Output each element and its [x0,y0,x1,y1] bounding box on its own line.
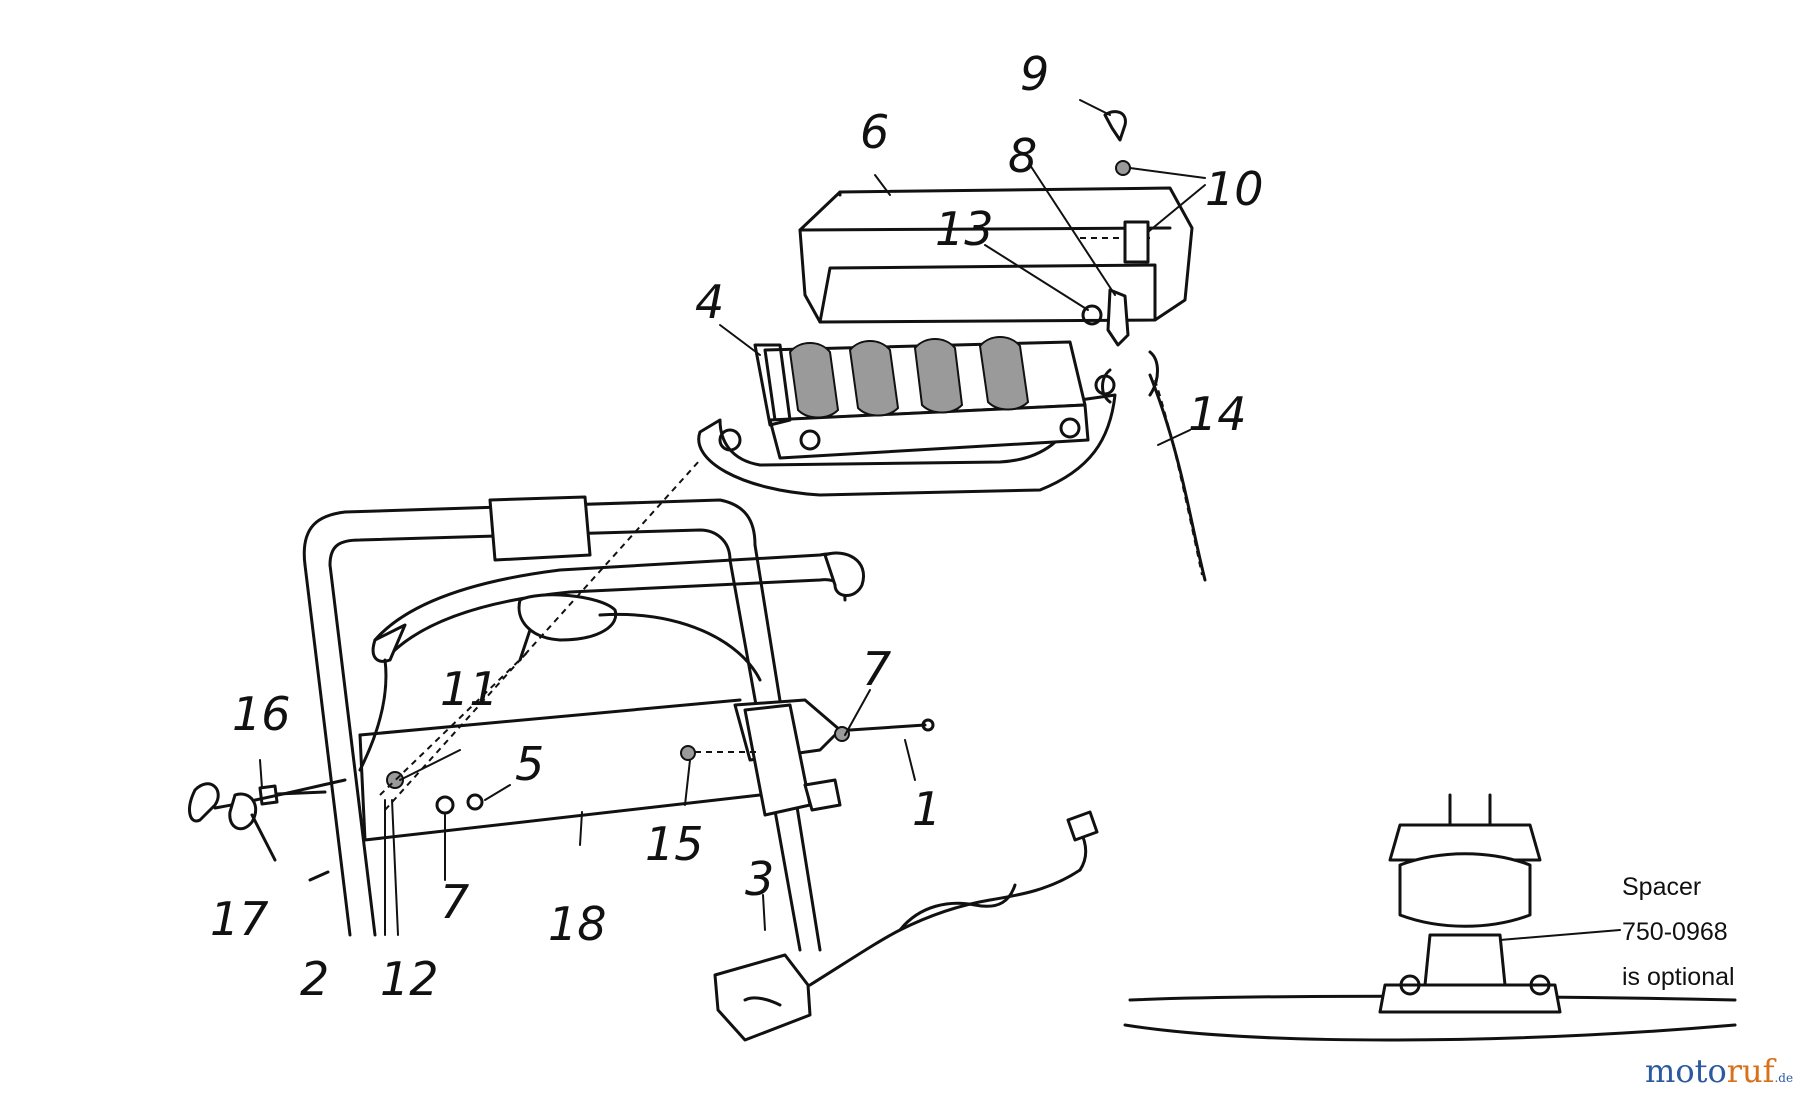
callout-labels: 1 2 3 4 5 6 7 7 8 9 10 11 12 13 14 15 16… [210,47,1264,1006]
watermark-part-1: moto [1645,1052,1727,1090]
callout-11: 11 [440,662,499,716]
handle-assembly [302,495,865,952]
battery-charger [713,810,1099,1042]
callout-3: 3 [745,852,774,906]
callout-12: 12 [380,952,439,1006]
callout-4: 4 [695,275,724,329]
callout-8: 8 [1008,129,1037,183]
callout-2: 2 [300,952,329,1006]
callout-9: 9 [1020,47,1049,101]
switch-box [680,698,935,817]
fasteners [188,459,701,936]
callout-18: 18 [548,897,607,951]
note-line-2: 750-0968 [1622,918,1728,946]
wire-harness [1148,373,1207,582]
callout-13: 13 [935,202,994,256]
callout-15: 15 [645,817,704,871]
watermark-part-2: ruf [1727,1052,1777,1090]
callout-1: 1 [912,782,941,836]
battery-tray [697,336,1117,497]
watermark-part-3: .de [1774,1071,1793,1085]
note-line-1: Spacer [1622,873,1701,901]
leader-lines [259,99,1206,931]
callout-5: 5 [515,737,544,791]
callout-10: 10 [1205,162,1264,216]
note-line-3: is optional [1622,963,1735,991]
callout-6: 6 [860,105,889,159]
mounting-plate [358,698,762,842]
callout-17: 17 [210,892,269,946]
spacer-detail [1123,793,1737,1042]
spacer-note: Spacer 750-0968 is optional [1622,873,1735,991]
watermark: motoruf.de [1645,1052,1793,1090]
callout-16: 16 [232,687,291,741]
callout-14: 14 [1188,387,1247,441]
battery-hardware [1081,110,1159,404]
watermark-text: motoruf.de [1645,1052,1793,1090]
callout-7b: 7 [440,875,469,929]
callout-7a: 7 [862,642,891,696]
battery-box-lid [798,186,1194,324]
